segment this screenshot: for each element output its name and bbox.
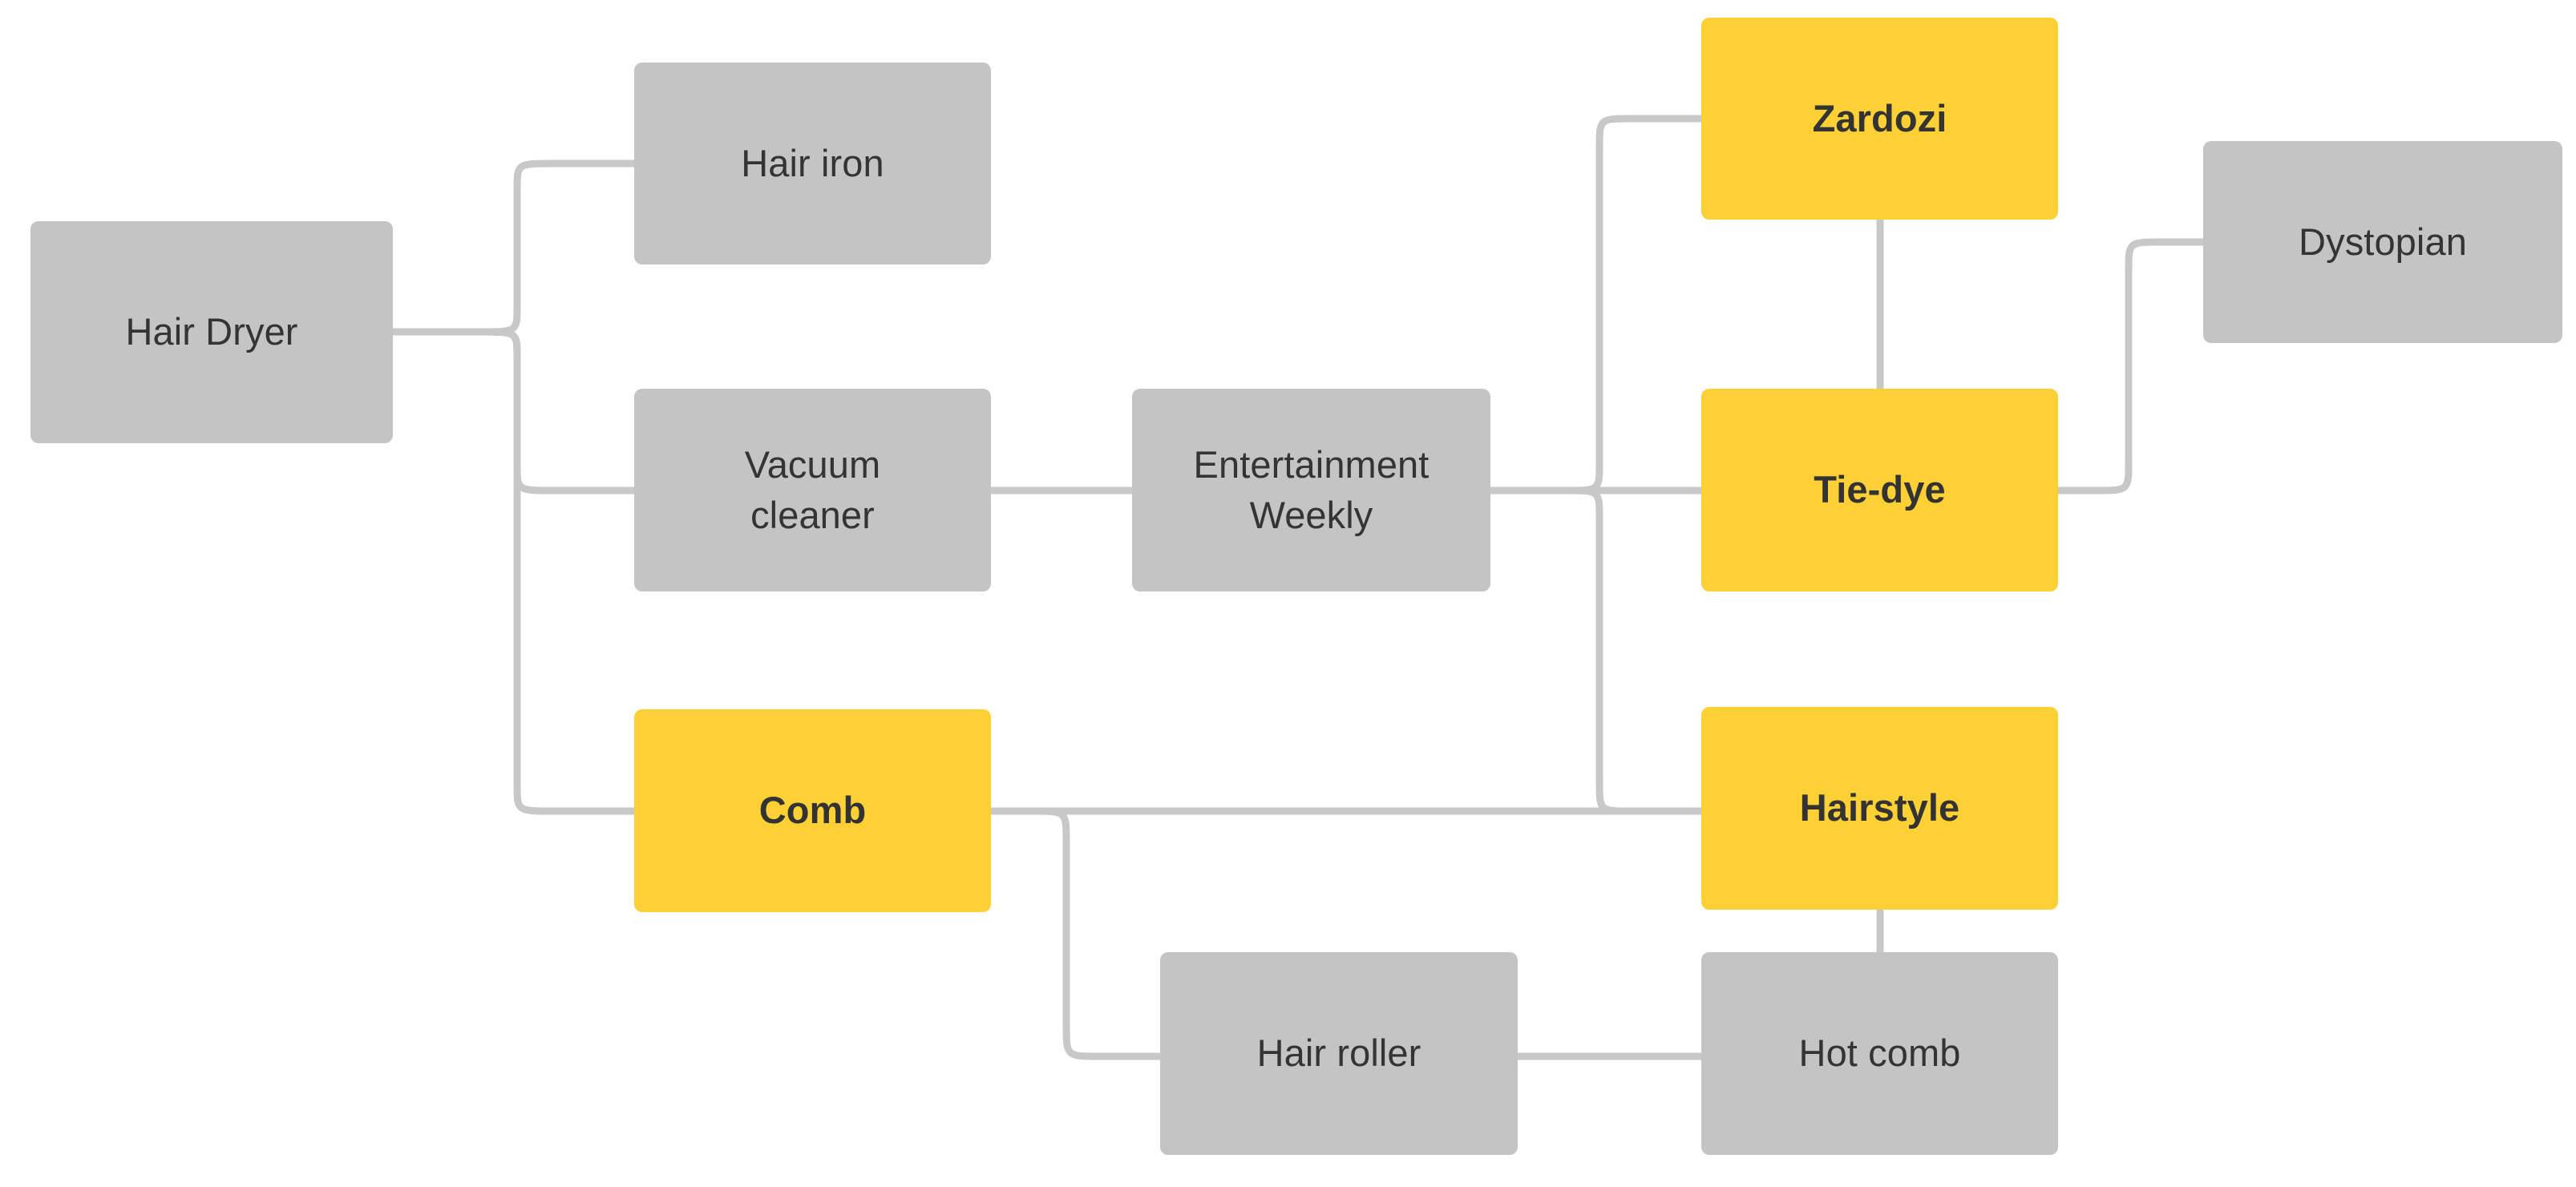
edge-comb--hair-roller [987, 807, 1164, 1060]
node-comb[interactable]: Comb [634, 709, 991, 912]
node-label-hair-iron: Hair iron [741, 141, 884, 184]
node-label-dystopian: Dystopian [2299, 220, 2467, 263]
node-label-hair-roller: Hair roller [1256, 1032, 1421, 1075]
edge-tie-dye--dystopian [2054, 238, 2207, 495]
node-hairstyle[interactable]: Hairstyle [1701, 707, 2058, 910]
node-label-tie-dye: Tie-dye [1814, 468, 1946, 511]
node-hot-comb[interactable]: Hot comb [1701, 952, 2058, 1155]
node-label-hairstyle: Hairstyle [1799, 786, 1960, 830]
node-hair-roller[interactable]: Hair roller [1160, 952, 1518, 1155]
node-label-entertainment-weekly: Entertainment Weekly [1193, 443, 1430, 536]
node-entertainment-weekly[interactable]: Entertainment Weekly [1132, 389, 1490, 591]
node-label-hair-dryer: Hair Dryer [125, 310, 298, 353]
node-zardozi[interactable]: Zardozi [1701, 18, 2058, 220]
node-label-vacuum-cleaner: Vacuum cleaner [744, 443, 881, 536]
node-tie-dye[interactable]: Tie-dye [1701, 389, 2058, 591]
node-vacuum-cleaner[interactable]: Vacuum cleaner [634, 389, 991, 591]
edge-hair-dryer--comb [389, 328, 638, 815]
node-hair-iron[interactable]: Hair iron [634, 63, 991, 264]
edge-hair-dryer--hair-iron [389, 159, 638, 336]
edge-entertainment-weekly--hairstyle [1486, 487, 1705, 815]
node-label-comb: Comb [758, 789, 867, 832]
node-dystopian[interactable]: Dystopian [2203, 141, 2562, 343]
node-label-zardozi: Zardozi [1812, 96, 1947, 139]
node-hair-dryer[interactable]: Hair Dryer [30, 221, 393, 443]
edge-entertainment-weekly--zardozi [1486, 115, 1705, 495]
edge-hair-dryer--vacuum-cleaner [389, 328, 638, 495]
node-label-hot-comb: Hot comb [1798, 1032, 1961, 1075]
